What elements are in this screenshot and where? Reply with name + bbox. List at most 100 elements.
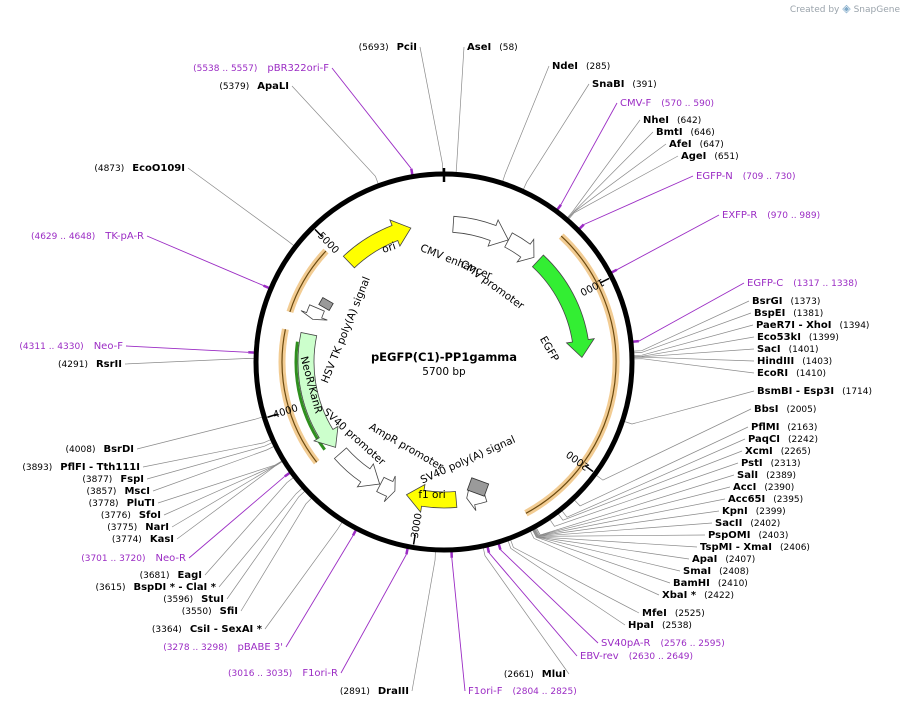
site-label-kpni: KpnI(2399) [722,506,786,517]
site-name: SnaBI [592,79,624,90]
site-label-sfii: (3550)SfiI [182,606,238,617]
site-leader [502,65,550,182]
brand-created-by: Created by [789,5,840,15]
site-label-pspomi: PspOMI(2403) [708,530,788,541]
primer-leader [488,552,578,657]
site-position: (3857) [87,487,117,497]
primer-name: Neo-R [156,553,187,564]
site-name: XbaI * [662,590,697,601]
site-label-pflfi-tth111i: (3893)PflFI - Tth111I [22,462,140,473]
site-leader [574,426,749,507]
site-name: BspEI [754,308,785,319]
site-label-ndei: NdeI(285) [552,61,610,72]
primer-range: (570 .. 590) [661,99,714,109]
site-leader [455,46,465,173]
primer-range: (5538 .. 5557) [193,64,257,74]
primer-label-f1ori-f: F1ori-F(2804 .. 2825) [468,686,577,697]
site-position: (1410) [796,369,826,379]
tick-mark [314,228,323,238]
feature-label-hsv-tk-poly-a-signal: HSV TK poly(A) signal [319,275,373,385]
site-name: FspI [120,474,144,485]
site-leader [411,551,436,692]
primer-name: EGFP-N [696,171,733,182]
site-leader [124,358,255,365]
site-position: (2265) [781,447,811,457]
site-name: AgeI [681,151,706,162]
site-label-paqci: PaqCI (2242) [748,434,818,445]
site-position: (2389) [766,471,796,481]
feature-neor-kanr [297,331,339,448]
primer-range: (4629 .. 4648) [31,232,95,242]
site-label-bspdi-clai: (3615)BspDI * - ClaI * [96,582,217,593]
site-leader [633,336,755,357]
site-name: AseI [467,42,491,53]
primer-label-tk-pa-r: (4629 .. 4648) TK-pA-R [31,231,144,242]
tick-mark [584,465,594,473]
site-position: (2242) [788,435,818,445]
site-label-csii-sexai: (3364)CsiI - SexAI * [152,624,263,635]
site-position: (2406) [780,543,810,553]
site-leader [535,486,731,536]
site-label-fspi: (3877)FspI [82,474,144,485]
site-leader [561,438,746,518]
site-label-asei: AseI(58) [467,42,518,53]
site-position: (4008) [66,445,96,455]
site-leader [152,446,274,492]
site-name: PaeR7I - XhoI [756,320,832,331]
site-label-pluti: (3778)PluTI [89,498,155,509]
site-label-stui: (3596)StuI [163,594,224,605]
site-label-pflmi: PflMI(2163) [751,422,817,433]
site-name: ApaI [692,554,717,565]
site-name: HpaI [628,620,654,631]
site-label-agei: AgeI(651) [681,151,739,162]
primer-label-egfp-n: EGFP-N(709 .. 730) [696,171,796,182]
site-name: NheI [643,115,669,126]
primer-label-sv40pa-r: SV40pA-R(2576 .. 2595) [601,638,725,649]
feature-ori [342,219,412,269]
site-name: PspOMI [708,530,750,541]
site-name: PluTI [127,498,155,509]
site-name: PflMI [751,422,779,433]
site-label-nhei: NheI(642) [643,115,701,126]
site-label-bmti: BmtI(646) [656,127,715,138]
site-leader [226,491,306,600]
site-position: (5693) [359,43,389,53]
site-position: (3681) [140,571,170,581]
site-label-pcii: (5693)PciI [359,42,417,53]
site-leader [240,497,312,612]
site-label-smai: SmaI(2408) [683,566,749,577]
site-position: (4291) [58,360,88,370]
site-name: SacII [715,518,742,529]
orf-arcs [278,233,620,517]
primer-leader [340,554,407,674]
site-position: (391) [632,80,656,90]
site-name: HindIII [757,356,794,367]
site-leader [157,460,282,504]
site-leader [171,461,283,528]
primer-leader [146,235,264,287]
site-label-bsrdi: (4008)BsrDI [66,444,134,455]
primer-leader [451,557,466,692]
site-leader [187,167,295,246]
tick-label: 5000 [315,230,341,256]
site-label-apali: (5379)ApaLI [219,81,289,92]
tick-mark [412,534,416,545]
primer-range: (2804 .. 2825) [512,687,576,697]
site-label-nari: (3775)NarI [107,522,169,533]
site-position: (3550) [182,607,212,617]
primer-leader [285,535,354,648]
site-name: TspMI - XmaI [700,542,772,553]
site-name: KasI [150,534,174,545]
site-name: BsmBI - Esp3I [757,386,834,397]
terminator-box [318,296,334,312]
site-leader [264,522,343,630]
primer-range: (4311 .. 4330) [19,342,83,352]
primer-range: (2630 .. 2649) [629,652,693,662]
site-leader [146,442,273,480]
primer-name: TK-pA-R [104,231,144,242]
site-leader [163,461,283,516]
site-leader [142,439,271,468]
feature-f1-ori [405,483,458,514]
site-name: PaqCI [748,434,780,445]
